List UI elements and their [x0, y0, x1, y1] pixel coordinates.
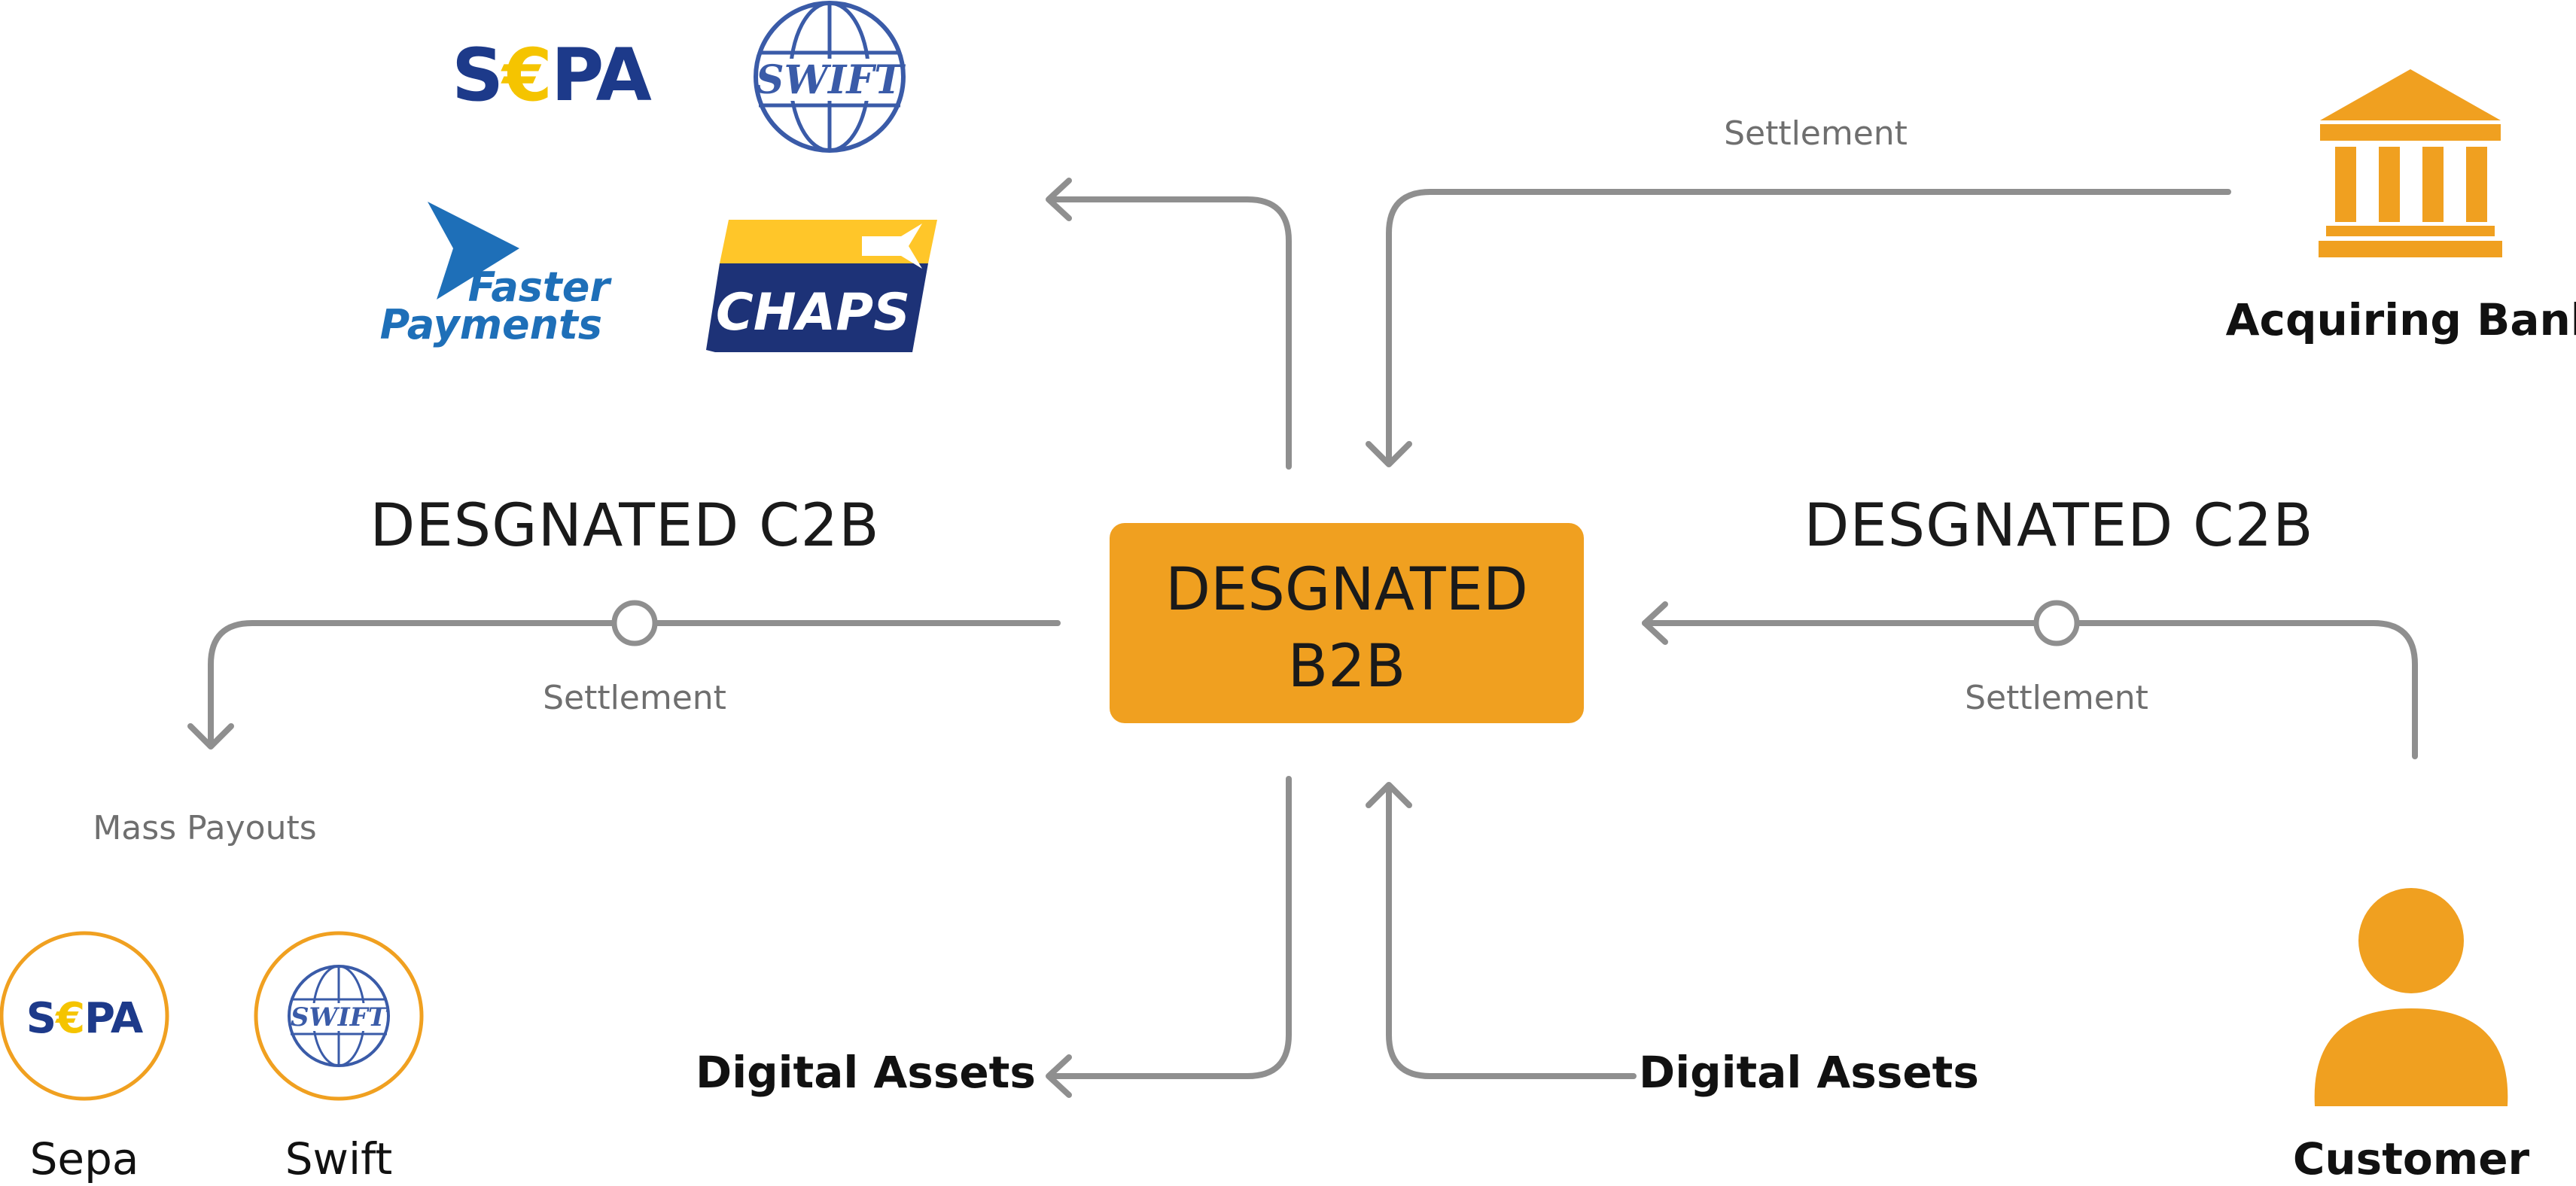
- chaps-logo: CHAPS: [706, 220, 937, 352]
- arrow-to-digital-assets-left: [1046, 776, 1292, 1098]
- swift-label: Swift: [285, 1133, 393, 1184]
- arrow-from-acquiring-bank: [1366, 189, 2231, 467]
- mass-payouts-label: Mass Payouts: [93, 809, 316, 847]
- svg-text:S€PA: S€PA: [26, 994, 144, 1043]
- arrow-to-mass-payouts: [187, 600, 1061, 750]
- settlement-right-label: Settlement: [1965, 679, 2148, 717]
- swift-circle-text: SWIFT: [291, 1002, 389, 1032]
- swift-circle: SWIFT: [254, 931, 424, 1101]
- digital-assets-left-label: Digital Assets: [696, 1047, 1036, 1098]
- center-node: DESGNATED B2B: [1110, 523, 1584, 723]
- arrow-from-customer: [1642, 600, 2418, 759]
- faster-text-1: Faster: [468, 263, 613, 311]
- left-heading: DESGNATED C2B: [370, 492, 879, 560]
- settlement-node-left: [611, 600, 658, 646]
- sepa-logo: S€PA: [452, 33, 653, 117]
- sepa-circle: S€PA: [0, 931, 169, 1101]
- settlement-node-right: [2033, 600, 2080, 646]
- settlement-top-label: Settlement: [1724, 114, 1908, 153]
- swift-logo: SWIFT: [754, 1, 906, 153]
- settlement-left-label: Settlement: [543, 679, 726, 717]
- bank-icon: [2319, 69, 2502, 257]
- faster-text-2: Payments: [380, 301, 602, 348]
- swift-logo-text: SWIFT: [756, 57, 906, 103]
- center-line-2: B2B: [1288, 633, 1406, 701]
- faster-payments-logo: Faster Payments: [380, 202, 613, 348]
- acquiring-bank-label: Acquiring Bank: [2226, 294, 2576, 345]
- svg-text:S€PA: S€PA: [452, 33, 651, 117]
- chaps-logo-text: CHAPS: [716, 283, 910, 342]
- arrow-from-digital-assets-right: [1366, 782, 1637, 1079]
- digital-assets-right-label: Digital Assets: [1639, 1047, 1979, 1098]
- arrow-to-payment-rails: [1046, 178, 1292, 470]
- customer-icon: [2314, 888, 2508, 1106]
- right-heading: DESGNATED C2B: [1804, 492, 2313, 560]
- center-line-1: DESGNATED: [1165, 556, 1528, 624]
- center-box: [1110, 523, 1584, 723]
- sepa-label: Sepa: [30, 1133, 139, 1184]
- customer-label: Customer: [2293, 1133, 2530, 1184]
